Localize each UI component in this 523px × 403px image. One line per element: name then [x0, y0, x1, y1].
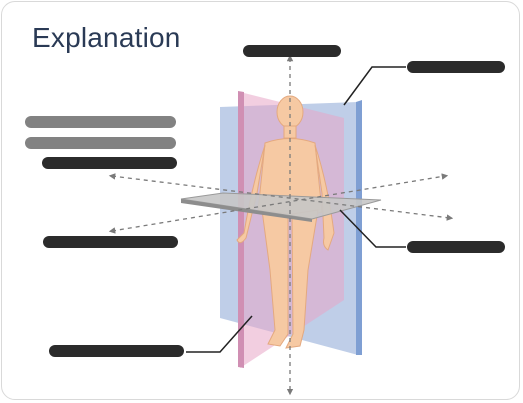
- page-title: Explanation: [32, 22, 181, 53]
- leader-middle-right: [339, 209, 406, 248]
- label-bar-left-2: [43, 236, 178, 248]
- label-bar-gray-2: [25, 137, 176, 149]
- label-bar-left-1: [42, 157, 177, 169]
- leader-top-right: [343, 66, 406, 106]
- label-bar-top: [243, 45, 341, 57]
- label-bars: [25, 45, 505, 357]
- label-bar-gray-1: [25, 116, 176, 128]
- leader-lines: [186, 66, 406, 353]
- horizontal-axis-b: [108, 173, 449, 234]
- leader-bottom-left: [186, 315, 253, 353]
- axis-lines: [108, 54, 454, 396]
- label-bar-bottom-left: [49, 345, 184, 357]
- label-bar-top-right: [407, 61, 505, 73]
- label-bar-middle-right: [407, 241, 505, 253]
